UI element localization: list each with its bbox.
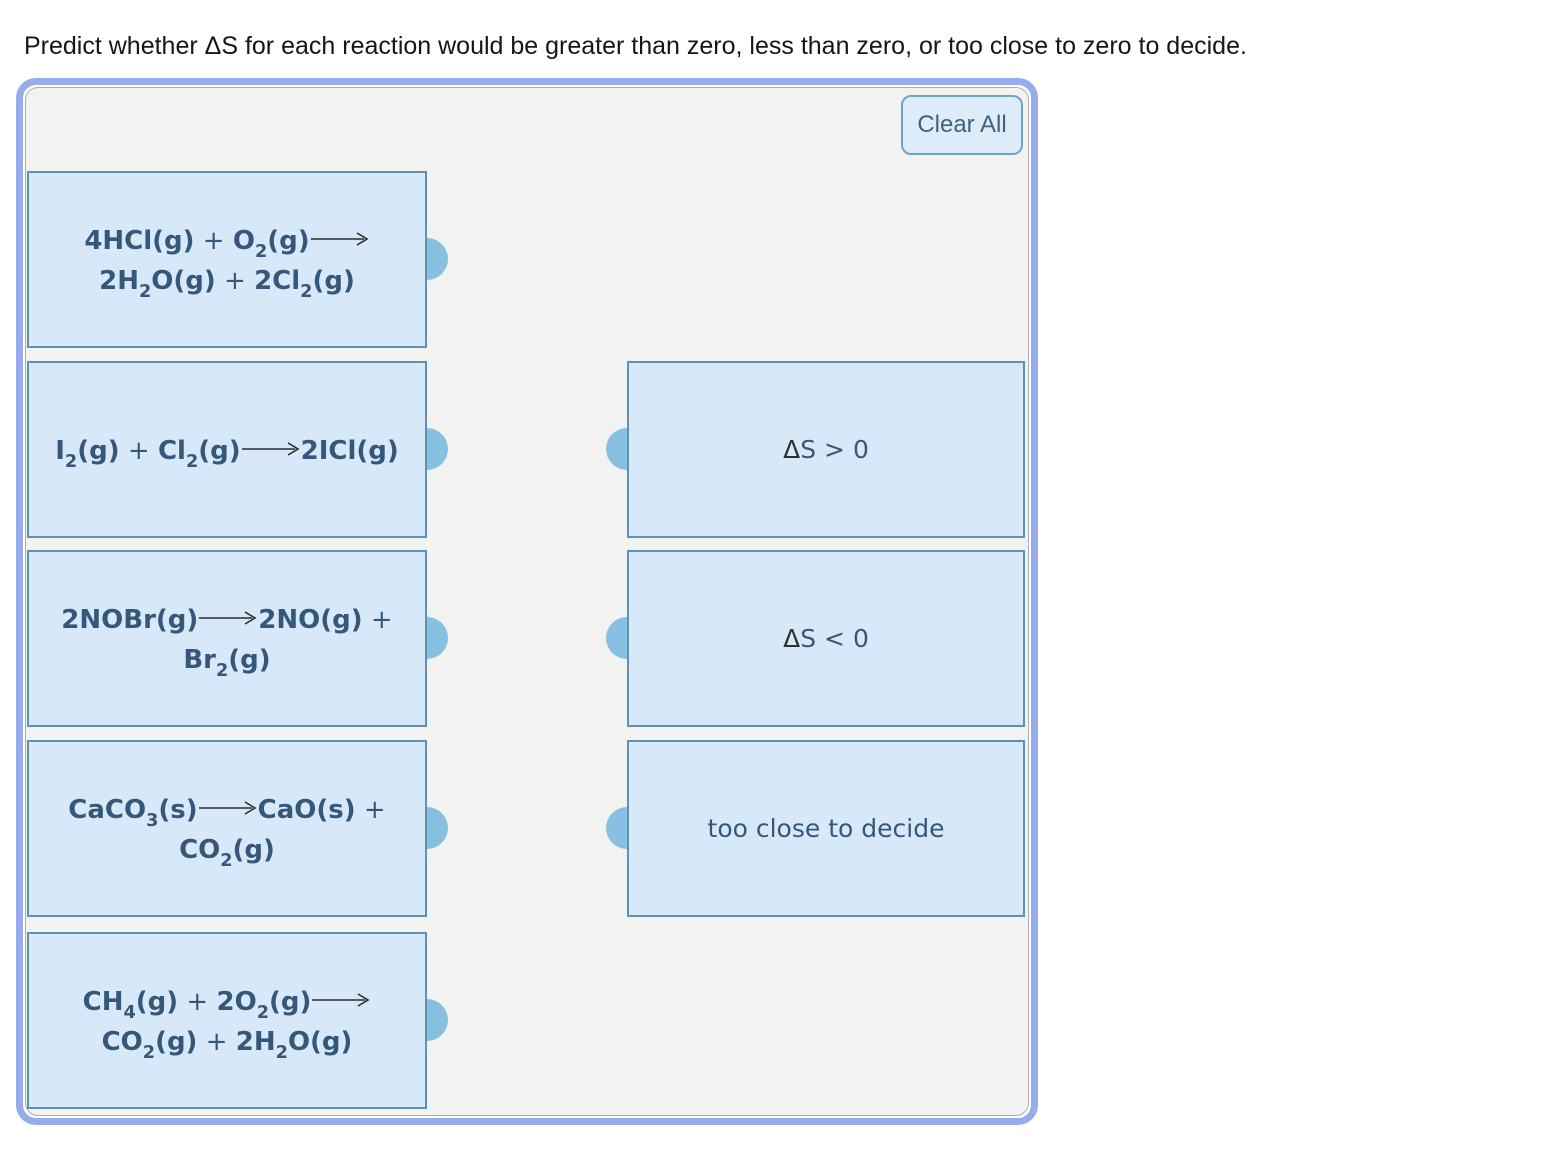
reaction-formula-5: CH4(g) + 2O2(g)CO2(g) + 2H2O(g)	[83, 980, 372, 1062]
connector-dot-answer-2[interactable]	[606, 617, 627, 659]
formula-text: 2O	[216, 986, 257, 1017]
formula-text: 2	[220, 850, 233, 871]
formula-text: CaO(s)	[257, 794, 356, 825]
formula-text: +	[119, 435, 158, 466]
reaction-card-2[interactable]: I2(g) + Cl2(g)2ICl(g)	[27, 361, 427, 538]
formula-text: Br	[183, 644, 216, 675]
answer-slot-too-close[interactable]: too close to decide	[627, 740, 1025, 917]
reaction-formula-2: I2(g) + Cl2(g)2ICl(g)	[55, 429, 399, 471]
formula-text: 2H	[235, 1026, 276, 1057]
formula-text: Δ	[783, 624, 801, 653]
formula-text: O(g)	[287, 1026, 353, 1057]
formula-text: +	[355, 794, 386, 825]
formula-text: (g)	[135, 986, 179, 1017]
connector-dot-answer-3[interactable]	[606, 807, 627, 849]
connector-dot-answer-1[interactable]	[606, 428, 627, 470]
connector-dot-reaction-3[interactable]	[427, 617, 448, 659]
formula-text: 4HCl(g)	[84, 225, 195, 256]
formula-text: 2	[215, 660, 229, 681]
formula-text: (g)	[312, 265, 355, 296]
answer-slot-entropy-negative[interactable]: ΔS < 0	[627, 550, 1025, 727]
formula-text: CaCO	[68, 794, 147, 825]
formula-text: CH	[82, 986, 124, 1017]
formula-text: Cl	[157, 435, 186, 466]
reaction-card-5[interactable]: CH4(g) + 2O2(g)CO2(g) + 2H2O(g)	[27, 932, 427, 1109]
formula-text: S > 0	[800, 435, 869, 464]
reaction-formula-4: CaCO3(s) CaO(s) + CO2(g)	[68, 788, 385, 870]
formula-text: O(g)	[151, 265, 216, 296]
formula-text: 2NO(g)	[258, 604, 363, 635]
formula-text: +	[178, 986, 217, 1017]
connector-dot-reaction-5[interactable]	[427, 999, 448, 1041]
formula-text: CO	[179, 834, 221, 865]
formula-text: S < 0	[800, 624, 869, 653]
formula-text: (g)	[267, 225, 310, 256]
formula-text: (g)	[77, 435, 120, 466]
formula-text: (s)	[158, 794, 198, 825]
formula-text: +	[215, 265, 255, 296]
formula-text: 3	[146, 810, 159, 831]
formula-text: Δ	[783, 435, 801, 464]
formula-text: 2	[138, 281, 152, 302]
formula-text: +	[194, 225, 233, 256]
formula-text: +	[197, 1026, 236, 1057]
formula-text: 4	[123, 1002, 136, 1023]
formula-text: 2H	[99, 265, 139, 296]
answer-label-entropy-positive: ΔS > 0	[783, 435, 869, 464]
answer-label-entropy-negative: ΔS < 0	[783, 624, 869, 653]
formula-text: (g)	[268, 986, 312, 1017]
reaction-arrow-icon	[199, 598, 257, 638]
formula-text: (g)	[198, 435, 241, 466]
answer-slot-entropy-positive[interactable]: ΔS > 0	[627, 361, 1025, 538]
formula-text: 2NOBr(g)	[61, 604, 199, 635]
formula-text: +	[362, 604, 393, 635]
clear-all-button[interactable]: Clear All	[901, 95, 1023, 155]
formula-text: 2	[300, 281, 313, 302]
formula-text: (g)	[228, 644, 271, 675]
formula-text: 2	[64, 451, 78, 472]
reaction-arrow-icon	[241, 429, 300, 469]
reaction-arrow-icon	[198, 788, 257, 828]
formula-text: 2Cl	[254, 265, 301, 296]
answer-label-too-close: too close to decide	[708, 814, 945, 843]
formula-text: I	[55, 435, 65, 466]
question-text: Predict whether ΔS for each reaction wou…	[24, 32, 1247, 60]
formula-text: 2	[256, 1002, 269, 1023]
formula-text: 2ICl(g)	[300, 435, 399, 466]
formula-text: 2	[185, 451, 199, 472]
reaction-card-4[interactable]: CaCO3(s) CaO(s) + CO2(g)	[27, 740, 427, 917]
reaction-arrow-icon	[312, 980, 370, 1020]
reaction-arrow-icon	[310, 219, 369, 259]
formula-text: 2	[254, 241, 268, 262]
formula-text: (g)	[155, 1026, 198, 1057]
connector-dot-reaction-2[interactable]	[427, 428, 448, 470]
reaction-card-3[interactable]: 2NOBr(g) 2NO(g) + Br2(g)	[27, 550, 427, 727]
connector-dot-reaction-4[interactable]	[427, 807, 448, 849]
reaction-card-1[interactable]: 4HCl(g) + O2(g)2H2O(g) + 2Cl2(g)	[27, 171, 427, 348]
connector-dot-reaction-1[interactable]	[427, 238, 448, 280]
formula-text: 2	[275, 1042, 288, 1063]
formula-text: (g)	[232, 834, 275, 865]
formula-text: O	[232, 225, 255, 256]
reaction-formula-3: 2NOBr(g) 2NO(g) + Br2(g)	[61, 598, 392, 680]
formula-text: too close to decide	[707, 814, 945, 843]
formula-text: 2	[142, 1042, 156, 1063]
reaction-formula-1: 4HCl(g) + O2(g)2H2O(g) + 2Cl2(g)	[84, 219, 369, 301]
formula-text: CO	[101, 1026, 143, 1057]
